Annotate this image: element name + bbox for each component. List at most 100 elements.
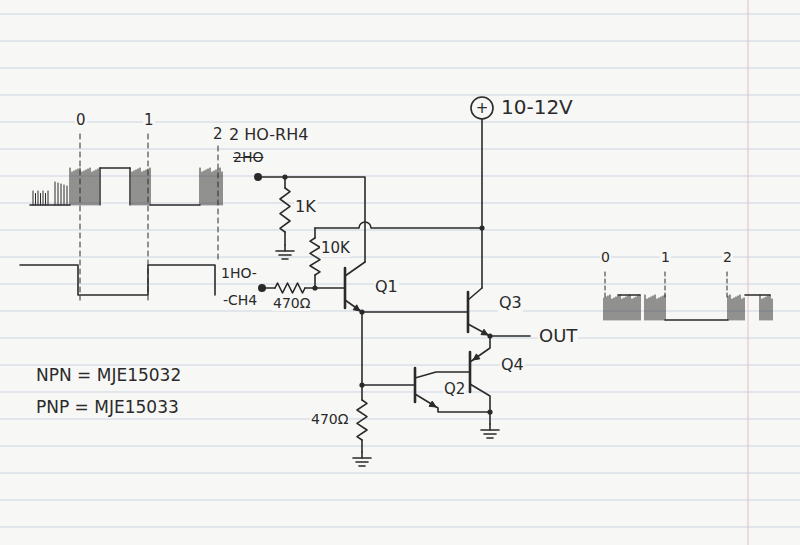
signal-name: -CH4 [222,293,258,308]
signal-burst [630,295,631,320]
component-value: 1K [294,198,317,216]
signal-burst [130,168,131,205]
signal-burst [736,297,737,320]
signal-burst [38,191,39,205]
signal-burst [606,297,607,320]
signal-burst [208,169,209,205]
signal-burst [622,299,623,320]
junction-dot [487,409,492,414]
signal-burst [92,172,93,205]
resistor-symbol [275,283,305,293]
signal-burst [132,172,133,205]
wire [345,300,362,312]
signal-burst [612,299,613,320]
signal-burst [70,168,71,205]
signal-burst [663,296,664,320]
signal-burst [33,191,34,205]
signal-burst [45,194,46,206]
signal-burst [661,297,662,320]
part-name: Q2 [443,381,466,398]
ground-symbol [359,465,365,467]
signal-trace [618,294,640,296]
emitter-arrow [473,354,480,360]
signal-burst [202,172,203,205]
wire [284,245,286,251]
ground-symbol [276,250,294,252]
signal-burst [764,298,765,320]
signal-burst [624,298,625,320]
emitter-arrow [429,401,436,407]
ruled-line [0,122,800,123]
signal-burst [86,170,87,205]
signal-marker: 0 [600,250,611,265]
signal-trace [150,204,200,206]
signal-burst [730,295,731,320]
signal-name: 1HO- [220,266,258,281]
signal-burst [78,169,79,205]
wire [345,262,365,276]
signal-burst [48,191,49,205]
ground-symbol [279,254,291,256]
wire [100,168,101,205]
wire [284,177,286,188]
ruled-line [0,284,800,285]
signal-burst [74,171,75,205]
struck-signal-name: 2HO [232,150,264,165]
marker-line [605,272,606,298]
signal-burst [212,172,213,205]
signal-burst [640,295,641,320]
signal-burst [58,183,59,205]
signal-burst [90,168,91,205]
marker-line [148,134,149,300]
ground-symbol [487,437,493,439]
signal-burst [150,168,151,205]
wire [481,119,483,288]
signal-burst [734,298,735,320]
signal-burst [136,170,137,205]
part-name: Q1 [374,278,399,296]
schematic [20,97,772,466]
signal-burst [76,170,77,205]
signal-burst [82,172,83,205]
ruled-line [0,446,800,447]
signal-burst [738,296,739,320]
wire [284,232,286,245]
ruled-line [0,41,800,42]
signal-burst [665,295,666,320]
signal-burst [43,191,44,205]
wire [362,311,468,313]
signal-burst [67,186,68,205]
marker-line [218,146,219,260]
signal-burst [604,298,605,320]
wire [262,287,275,289]
ground-symbol [282,258,288,260]
component-value: 470Ω [310,412,349,427]
signal-burst [618,296,619,320]
part-note: PNP = MJE15033 [35,398,180,417]
ruled-line [0,230,800,231]
wire [305,287,345,289]
ground-symbol [484,433,496,435]
signal-burst [64,185,65,205]
signal-name: 2 HO-RH4 [228,126,309,144]
supply-voltage: 10-12V [500,96,574,118]
wire [361,440,363,452]
signal-burst [200,168,201,205]
signal-burst [628,296,629,320]
signal-burst [142,172,143,205]
signal-burst [134,171,135,205]
signal-burst [760,295,761,320]
signal-burst [626,297,627,320]
signal-burst [98,169,99,205]
signal-burst [772,299,773,320]
ruled-line [0,473,800,474]
resistor-symbol [310,238,320,275]
signal-burst [138,169,139,205]
signal-burst [608,296,609,320]
signal-burst [744,298,745,320]
wire [490,335,530,337]
output-name: OUT [538,326,578,346]
